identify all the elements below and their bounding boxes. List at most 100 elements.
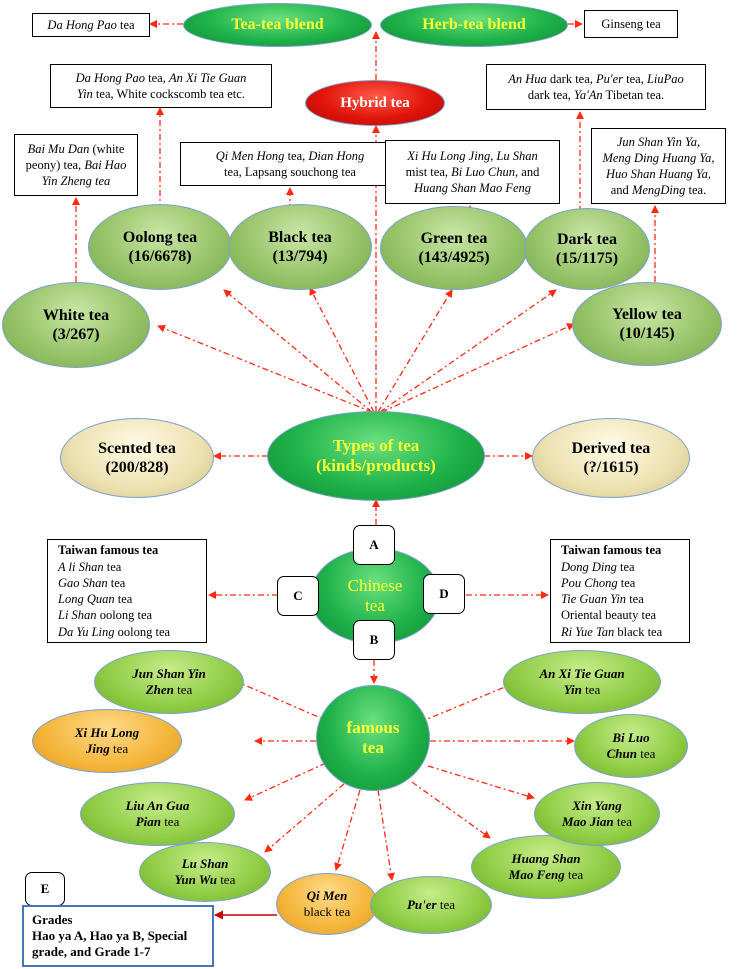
qi-men-line1: Qi Men: [306, 888, 348, 904]
famous-tea-line2: tea: [362, 738, 384, 757]
green-ex-6: , and: [515, 164, 540, 179]
label-a: A: [353, 525, 395, 565]
yellow-ex-1: Jun Shan Yin Ya,: [616, 134, 701, 149]
ginseng-label: Ginseng tea: [601, 16, 661, 31]
taiwan-right-item-2-suffix: tea: [617, 575, 636, 590]
dark-ex-7: Ya'An: [574, 88, 603, 102]
oolong-tea-name: Oolong tea: [122, 228, 198, 246]
lu-shan-line2-suffix: tea: [216, 872, 236, 887]
puer-suffix: tea: [436, 897, 456, 913]
puer-node: Pu'er tea: [370, 876, 492, 934]
hybrid-tea-node: Hybrid tea: [305, 80, 445, 126]
dark-ex-4: tea,: [623, 71, 647, 86]
liu-an-gua-pian-node: Liu An Gua Pian tea: [80, 782, 235, 846]
yellow-tea-node: Yellow tea (10/145): [572, 282, 722, 366]
puer-name: Pu'er: [406, 897, 437, 913]
label-c: C: [277, 576, 319, 616]
green-ex-3: Lu Shan: [496, 148, 538, 163]
yellow-ex-4: and: [610, 183, 632, 198]
huang-shan-line1: Huang Shan: [511, 851, 581, 867]
label-e: E: [25, 872, 65, 906]
xi-hu-line2-name: Jing: [85, 741, 110, 756]
label-b: B: [353, 620, 395, 660]
green-ex-4: mist tea,: [405, 164, 452, 179]
derived-tea-count: (?/1615): [583, 459, 639, 476]
an-xi-tie-guan-yin-node: An Xi Tie Guan Yin tea: [503, 650, 661, 714]
chinese-tea-line1: Chinese: [347, 575, 403, 595]
black-tea-count: (13/794): [272, 248, 328, 265]
green-ex-2: ,: [490, 148, 497, 163]
label-e-text: E: [40, 881, 50, 896]
black-ex-3: Dian Hong: [308, 148, 365, 163]
taiwan-right-item-3-name: Tie Guan Yin: [561, 592, 627, 606]
jun-shan-line1: Jun Shan Yin: [132, 666, 206, 682]
xin-yang-line2-name: Mao Jian: [561, 814, 614, 829]
an-xi-line1: An Xi Tie Guan: [539, 666, 625, 682]
white-tea-node: White tea (3/267): [2, 282, 150, 368]
green-examples-box: Xi Hu Long Jing, Lu Shan mist tea, Bi Lu…: [385, 140, 560, 204]
taiwan-left-item-4-suffix: oolong tea: [96, 608, 153, 623]
scented-tea-node: Scented tea (200/828): [60, 418, 214, 498]
grades-title: Grades: [32, 911, 73, 927]
white-ex-1: Bai Mu Dan: [27, 141, 90, 156]
green-tea-name: Green tea: [420, 229, 488, 247]
scented-tea-name: Scented tea: [98, 439, 176, 457]
dark-ex-2: dark tea,: [546, 71, 597, 86]
liu-an-line1: Liu An Gua: [125, 798, 190, 814]
bi-luo-line1: Bi Luo: [612, 730, 650, 746]
tea-tea-blend-node: Tea-tea blend: [183, 3, 372, 47]
xin-yang-line1: Xin Yang: [572, 798, 622, 814]
derived-tea-name: Derived tea: [571, 439, 651, 457]
green-ex-5: Bi Luo Chun: [451, 164, 516, 179]
black-ex-1: Qi Men Hong: [215, 148, 285, 163]
green-ex-1: Xi Hu Long Jing: [407, 148, 491, 163]
famous-tea-node: famous tea: [316, 685, 430, 791]
taiwan-right-item-1-suffix: tea: [616, 559, 635, 574]
grades-text: Hao ya A, Hao ya B, Special grade, and G…: [32, 927, 188, 960]
types-of-tea-title: Types of tea: [332, 435, 420, 455]
black-ex-2: tea,: [284, 148, 309, 163]
yellow-tea-count: (10/145): [619, 325, 675, 342]
herb-tea-blend-label: Herb-tea blend: [422, 16, 526, 34]
dark-ex-5: LiuPao: [646, 71, 684, 86]
chinese-tea-line2: tea: [365, 596, 385, 615]
taiwan-left-item-5-name: Da Yu Ling: [58, 624, 115, 639]
white-ex-4: Bai Hao: [84, 157, 127, 172]
taiwan-right-item-5-name: Ri Yue Tan: [561, 624, 615, 639]
da-hong-pao-example-box: Da Hong Pao tea: [32, 13, 150, 37]
label-a-text: A: [369, 537, 379, 552]
taiwan-left-item-2-name: Gao Shan: [58, 575, 108, 590]
yellow-tea-name: Yellow tea: [612, 305, 682, 323]
oolong-ex-1: Da Hong Pao: [75, 70, 146, 85]
label-c-text: C: [293, 588, 303, 603]
lu-shan-yun-wu-node: Lu Shan Yun Wu tea: [139, 842, 271, 902]
da-hong-pao-name: Da Hong Pao: [47, 17, 117, 32]
yellow-examples-box: Jun Shan Yin Ya, Meng Ding Huang Ya, Huo…: [591, 128, 726, 204]
famous-tea-line1: famous: [346, 717, 400, 737]
bi-luo-chun-node: Bi Luo Chun tea: [574, 714, 688, 778]
lu-shan-line1: Lu Shan: [181, 856, 229, 872]
taiwan-left-item-3-name: Long Quan: [58, 592, 115, 606]
herb-tea-blend-node: Herb-tea blend: [380, 3, 568, 47]
green-ex-7: Huang Shan Mao Feng: [414, 181, 531, 196]
an-xi-line2-name: Yin: [563, 682, 582, 697]
liu-an-line2-name: Pian: [135, 814, 161, 829]
taiwan-right-title: Taiwan famous tea: [561, 543, 662, 558]
label-d: D: [423, 574, 465, 614]
da-hong-pao-suffix: tea: [116, 17, 135, 32]
tea-tea-blend-label: Tea-tea blend: [231, 16, 324, 34]
dark-examples-box: An Hua dark tea, Pu'er tea, LiuPao dark …: [486, 64, 706, 110]
yellow-ex-2: Meng Ding Huang Ya,: [602, 150, 715, 165]
grades-box: Grades Hao ya A, Hao ya B, Special grade…: [22, 905, 214, 967]
oolong-ex-5: tea, White cockscomb tea etc.: [92, 87, 245, 101]
taiwan-left-item-3-suffix: tea: [114, 592, 133, 606]
jun-shan-yin-zhen-node: Jun Shan Yin Zhen tea: [94, 650, 244, 714]
white-ex-3: peony) tea,: [25, 157, 85, 172]
taiwan-left-item-4-name: Li Shan: [58, 608, 97, 623]
bi-luo-line2-name: Chun: [606, 746, 637, 761]
yellow-ex-3: Huo Shan Huang Ya,: [605, 167, 712, 181]
oolong-ex-2: tea,: [145, 70, 169, 85]
hybrid-tea-label: Hybrid tea: [340, 95, 410, 111]
white-ex-2: (white: [89, 141, 125, 156]
taiwan-right-item-1-name: Dong Ding: [561, 559, 617, 574]
